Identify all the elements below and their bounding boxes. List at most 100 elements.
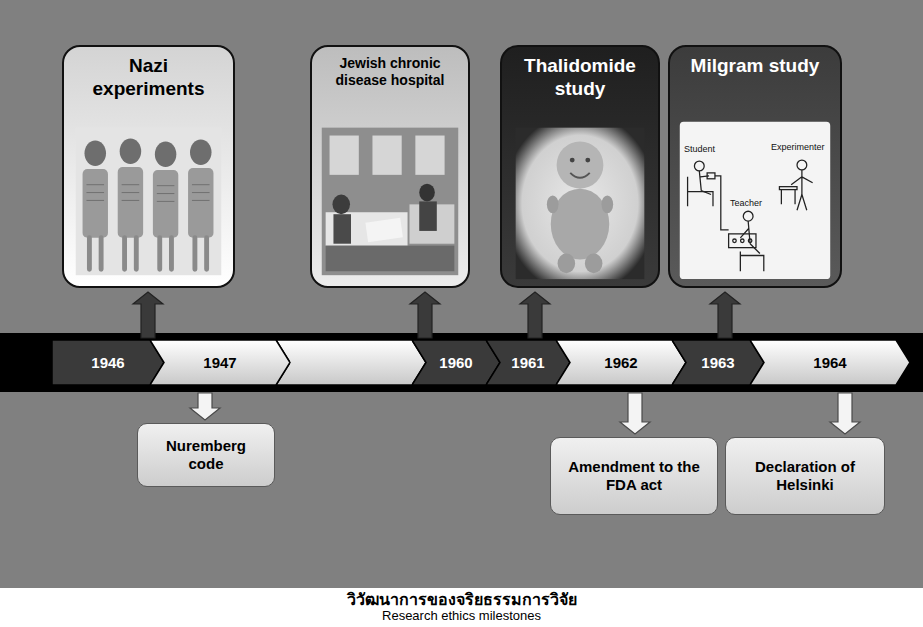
chevron-outline (486, 340, 570, 385)
outcome-label: Declaration of Helsinki (736, 458, 874, 494)
emaciated-figures-part (83, 167, 214, 238)
year-label: 1963 (701, 354, 734, 371)
caption-text: วิวัฒนาการของจริยธรรมการวิจัย (347, 591, 577, 609)
year-label: 1961 (511, 354, 544, 371)
emaciated-figures-part-part (118, 167, 143, 238)
hospital-ward-part (333, 214, 351, 244)
emaciated-figures-part-part (153, 170, 178, 238)
emaciated-figures-part-part (85, 140, 106, 166)
emaciated-figures-part-part (155, 141, 176, 167)
experiment-sketch-part (680, 122, 830, 279)
caption-subtitle: Research ethics milestones (382, 609, 541, 624)
block-arrow (410, 292, 440, 338)
baby-figure-part (601, 196, 613, 214)
figure-label: Student (684, 145, 715, 155)
hospital-ward-part (326, 246, 455, 272)
caption-band (0, 588, 923, 627)
emaciated-figures-part (86, 185, 209, 202)
year-label: 1947 (203, 354, 236, 371)
chevron-outline (412, 340, 500, 385)
outcome-box: Amendment to the FDA act (550, 437, 718, 515)
experiment-sketch-part-part (743, 211, 753, 221)
event-box: Nazi experiments (62, 45, 235, 288)
year-label: 1960 (439, 354, 472, 371)
experiment-sketch-part-part (748, 239, 752, 243)
chevron-outline (556, 340, 686, 385)
chevron-outline (750, 340, 910, 385)
baby-figure-part (551, 189, 610, 260)
baby-figure-part (570, 173, 590, 178)
emaciated-figures-part-part (120, 138, 141, 164)
year-chevron: 1963 (672, 340, 764, 385)
experiment-sketch-part (688, 160, 813, 271)
emaciated-figures-part-part (190, 139, 211, 165)
year-chevron: 1960 (412, 340, 500, 385)
experiment-sketch-part-part (781, 190, 795, 205)
experiment-sketch-part-part (694, 161, 704, 171)
year-chevron: 1946 (52, 340, 164, 385)
year-chevron: 1962 (556, 340, 686, 385)
hospital-ward-part (419, 184, 435, 202)
event-box: Milgram studyStudentTeacher Experimenter (668, 45, 842, 288)
block-arrow (133, 292, 163, 338)
baby-figure-part (585, 254, 603, 274)
baby-figure-part (570, 158, 575, 163)
block-arrow (520, 292, 550, 338)
year-label: 1946 (91, 354, 124, 371)
event-title: Milgram study (670, 47, 840, 78)
hospital-ward-part (365, 218, 402, 242)
emaciated-figures-part (85, 138, 212, 167)
experiment-sketch (680, 122, 830, 279)
hospital-ward-part (419, 201, 437, 231)
hospital-ward (322, 128, 459, 276)
hospital-ward-part (372, 136, 401, 175)
baby-figure-part (547, 196, 559, 214)
emaciated-figures (76, 128, 222, 276)
figure-label: Teacher (730, 199, 762, 209)
baby-figure-part (558, 254, 576, 274)
experiment-sketch-part-part (707, 173, 715, 179)
outcome-box: Nuremberg code (137, 423, 275, 487)
chevron-outline (52, 340, 164, 385)
block-arrow (830, 393, 860, 434)
outcome-label: Nuremberg code (148, 437, 264, 473)
event-box: Thalidomide study (500, 45, 660, 288)
hospital-ward-part (326, 212, 408, 245)
timeline-bar (0, 333, 923, 392)
chevron-outline (672, 340, 764, 385)
year-label: 1962 (604, 354, 637, 371)
event-title: Thalidomide study (502, 47, 658, 101)
experiment-sketch-part-part (733, 239, 737, 243)
year-chevron: 1961 (486, 340, 570, 385)
emaciated-figures-part-part (83, 169, 108, 238)
baby-figure (516, 128, 645, 279)
hospital-ward-part (332, 195, 350, 215)
event-title: Jewish chronic disease hospital (312, 47, 468, 89)
emaciated-figures-part-part (89, 238, 206, 269)
caption-area: วิวัฒนาการของจริยธรรมการวิจัยResearch et… (0, 588, 923, 627)
outcome-box: Declaration of Helsinki (725, 437, 885, 515)
year-label: 1964 (813, 354, 846, 371)
event-box: Jewish chronic disease hospital (310, 45, 470, 288)
emaciated-figures-part-part (188, 168, 213, 238)
block-arrow (620, 393, 650, 434)
year-chevron: 1964 (750, 340, 910, 385)
chevron-outline (150, 340, 290, 385)
experiment-sketch-part-part (715, 176, 729, 230)
figure-label: Experimenter (771, 143, 825, 153)
emaciated-figures-part-part (86, 185, 209, 202)
experiment-sketch-part-part (699, 171, 711, 195)
hospital-ward-part (322, 128, 459, 276)
baby-figure-part (585, 158, 590, 163)
baby-figure-part (557, 141, 604, 188)
emaciated-figures-part (76, 128, 222, 276)
experiment-sketch-part-part (797, 160, 807, 170)
empty-chevron (276, 340, 426, 385)
emaciated-figures-part (89, 238, 206, 269)
experiment-sketch-part-part (740, 252, 763, 272)
block-arrow (710, 292, 740, 338)
block-arrow (190, 393, 220, 420)
experiment-sketch-part-part (729, 234, 756, 248)
year-chevron: 1947 (150, 340, 290, 385)
baby-figure-part (516, 128, 645, 279)
